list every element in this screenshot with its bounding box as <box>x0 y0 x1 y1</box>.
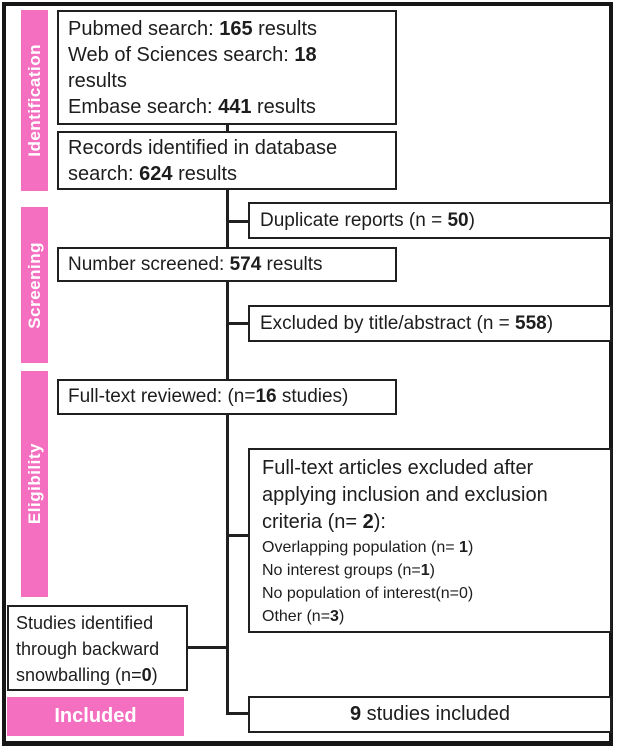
stage-bar-identification: Identification <box>21 10 48 191</box>
stage-bar-screening: Screening <box>21 207 48 363</box>
text-line: Pubmed search: 165 results <box>68 18 318 40</box>
connector-snowballing <box>188 646 228 649</box>
text-line: applying inclusion and exclusion <box>262 484 548 506</box>
fulltext-reviewed-box: Full-text reviewed: (n=16 studies) <box>57 379 397 415</box>
connector-duplicates <box>226 220 250 223</box>
text-line: Web of Sciences search: 18 <box>68 44 317 66</box>
text-line: search: 624 results <box>68 163 237 185</box>
stage-bar-eligibility: Eligibility <box>21 371 48 597</box>
database-search-results-box: Pubmed search: 165 results Web of Scienc… <box>57 10 397 125</box>
text-line: Number screened: 574 results <box>68 253 323 275</box>
connector-included <box>226 712 250 715</box>
text-line: Records identified in database <box>68 137 338 159</box>
figure-border <box>2 2 613 746</box>
stage-label-screening: Screening <box>24 241 44 329</box>
excluded-title-abstract-box: Excluded by title/abstract (n = 558) <box>248 305 612 342</box>
duplicate-reports-box: Duplicate reports (n = 50) <box>248 202 612 239</box>
main-vertical-connector <box>226 125 229 715</box>
text-line: Studies identified <box>16 613 154 633</box>
connector-excluded-title <box>226 322 250 325</box>
stage-label-included: Included <box>7 697 184 736</box>
exclusion-reason: No interest groups (n=1) <box>262 562 435 579</box>
text-line: Full-text reviewed: (n=16 studies) <box>68 386 349 407</box>
text-line: 9 studies included <box>349 703 511 725</box>
connector-fulltext-excluded <box>226 534 250 537</box>
stage-label-identification: Identification <box>24 44 44 157</box>
records-identified-box: Records identified in database search: 6… <box>57 131 397 190</box>
fulltext-excluded-box: Full-text articles excluded after applyi… <box>248 448 612 633</box>
stage-label-eligibility: Eligibility <box>24 443 44 525</box>
backward-snowballing-box: Studies identified through backward snow… <box>7 605 188 691</box>
number-screened-box: Number screened: 574 results <box>57 247 397 282</box>
text-line: Duplicate reports (n = 50) <box>260 209 475 231</box>
studies-included-box: 9 studies included <box>248 696 612 733</box>
exclusion-reason: Overlapping population (n= 1) <box>262 539 474 556</box>
text-line: Embase search: 441 results <box>68 96 316 118</box>
text-line: results <box>68 70 127 92</box>
text-line: through backward <box>16 639 160 659</box>
text-line: Excluded by title/abstract (n = 558) <box>260 312 554 334</box>
text-line: snowballing (n=0) <box>16 665 158 685</box>
text-line: criteria (n= 2): <box>262 511 386 533</box>
exclusion-reason: No population of interest(n=0) <box>262 585 474 602</box>
exclusion-reason: Other (n=3) <box>262 608 345 625</box>
text-line: Full-text articles excluded after <box>262 457 534 479</box>
